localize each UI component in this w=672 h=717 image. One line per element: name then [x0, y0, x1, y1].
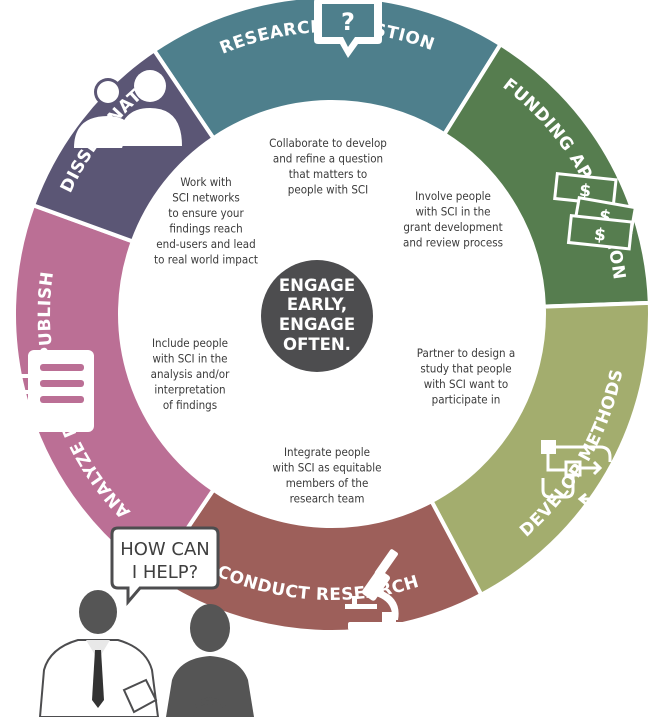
- description-line: interpretation: [154, 383, 225, 397]
- segment-descriptions: Collaborate to develop and refine a quest…: [151, 136, 516, 506]
- dollar-bills-icon: $ $ $: [553, 172, 638, 251]
- description-line: Integrate people: [284, 445, 370, 459]
- bubble-line-2: I HELP?: [132, 562, 198, 583]
- description-line: findings reach: [169, 222, 242, 236]
- description-line: Collaborate to develop: [269, 136, 387, 150]
- help-speech-bubble: HOW CAN I HELP?: [110, 526, 220, 607]
- flowchart-icon: [541, 440, 612, 506]
- description-line: with SCI want to: [424, 377, 508, 391]
- center-line-1: ENGAGE: [279, 276, 355, 295]
- description-line: SCI networks: [172, 191, 240, 205]
- document-icon: [14, 350, 94, 432]
- description-line: research team: [290, 492, 365, 506]
- cycle-ring: [12, 0, 652, 634]
- center-circle: [261, 260, 373, 372]
- center-line-4: OFTEN.: [283, 335, 351, 354]
- description-line: Include people: [152, 336, 228, 350]
- description-line: Work with: [180, 175, 231, 189]
- description-line: and refine a question: [273, 152, 383, 166]
- description-line: to ensure your: [168, 206, 244, 220]
- segment-icons: ? $ $ $: [14, 0, 638, 630]
- bubble-line-1: HOW CAN: [120, 539, 210, 560]
- doctor-figure: [38, 590, 160, 717]
- description-line: with SCI as equitable: [273, 461, 382, 475]
- description-line: with SCI in the: [152, 352, 227, 366]
- description-line: of findings: [163, 398, 217, 412]
- description-line: Involve people: [415, 189, 491, 203]
- description-line: people with SCI: [288, 183, 368, 197]
- description-line: study that people: [420, 362, 511, 376]
- center-line-2: EARLY,: [287, 295, 347, 314]
- description-line: analysis and/or: [151, 367, 230, 381]
- description-line: with SCI in the: [415, 205, 490, 219]
- description-line: members of the: [286, 476, 369, 490]
- description-line: that matters to: [289, 167, 368, 181]
- description-line: Partner to design a: [417, 346, 515, 360]
- description-line: end-users and lead: [156, 237, 255, 251]
- svg-text:$: $: [578, 181, 592, 202]
- svg-text:?: ?: [341, 8, 355, 36]
- segment-analyze-data-publish: [12, 202, 217, 581]
- people-icon: [74, 70, 182, 148]
- description-line: and review process: [403, 236, 503, 250]
- description-line: participate in: [432, 393, 501, 407]
- patient-figure: [166, 604, 254, 717]
- description-line: to real world impact: [154, 253, 258, 267]
- description-line: grant development: [403, 220, 502, 234]
- center-line-3: ENGAGE: [279, 315, 355, 334]
- question-speech-bubble-icon: ?: [314, 0, 382, 58]
- description-research-question: Collaborate to develop and refine a quest…: [269, 136, 387, 197]
- microscope-icon: [345, 549, 404, 630]
- svg-text:$: $: [593, 225, 607, 246]
- center-badge: ENGAGE EARLY, ENGAGE OFTEN.: [261, 260, 373, 372]
